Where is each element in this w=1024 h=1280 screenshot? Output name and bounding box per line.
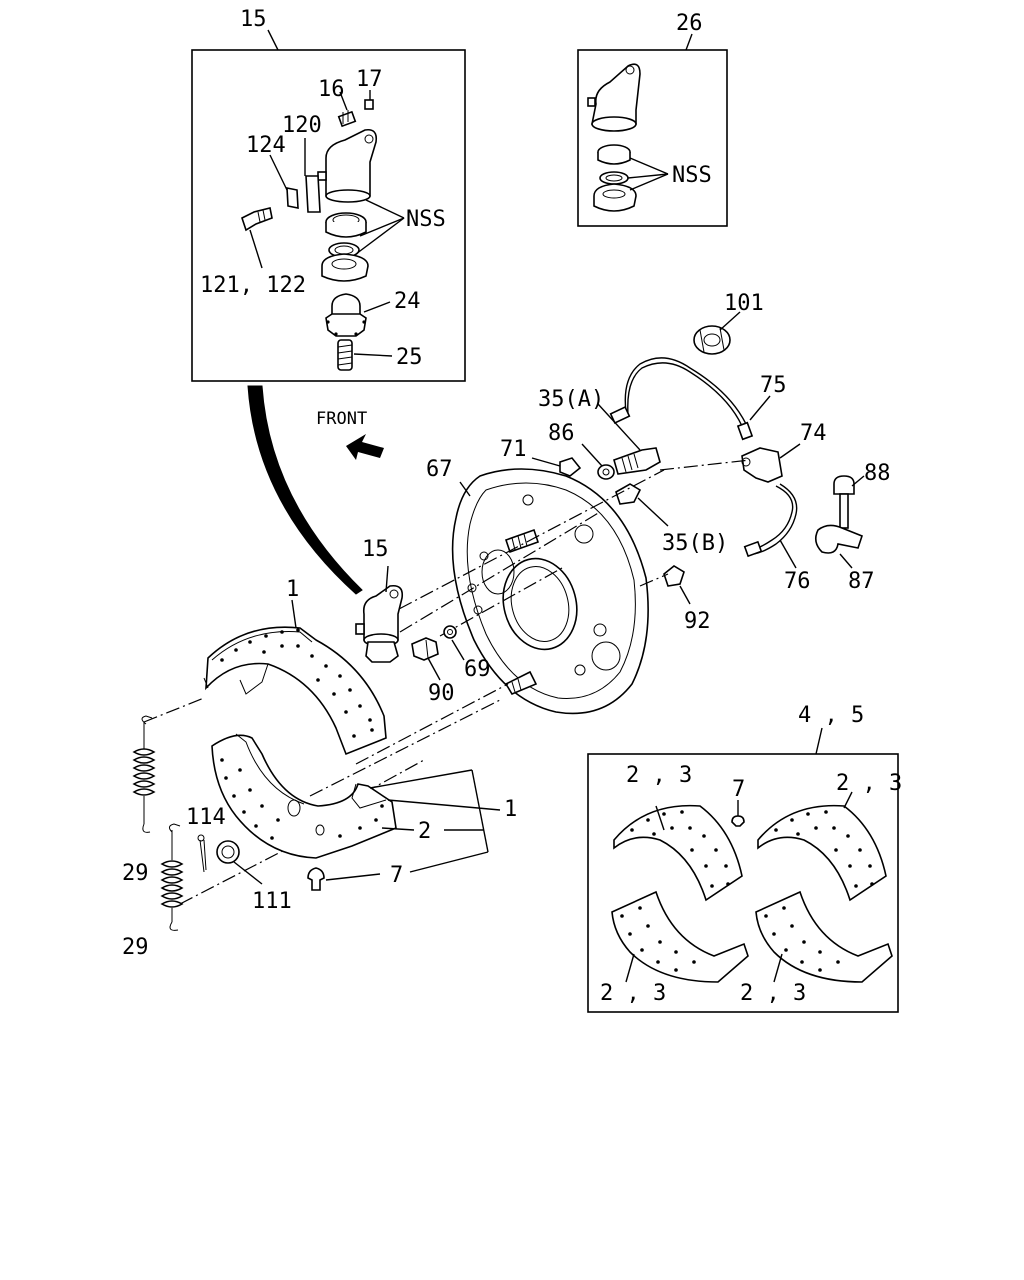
lining-top-right	[757, 791, 887, 902]
callout-87: 87	[848, 569, 875, 594]
inset-box-15	[191, 29, 466, 382]
callout-26: 26	[676, 11, 703, 36]
callout-124: 124	[246, 133, 286, 158]
callout-25: 25	[396, 345, 423, 370]
inset-label-7: 7	[732, 777, 745, 802]
callout-71: 71	[500, 437, 527, 462]
lining-top-left	[613, 804, 743, 902]
adjuster-wheel	[325, 293, 367, 337]
lining-bottom-right	[755, 890, 893, 983]
inset-label-2-3-top-right: 2 , 3	[836, 771, 902, 796]
brake-shoe-upper	[203, 599, 387, 756]
detail-pointer-arrow	[247, 385, 363, 595]
nss-label-1: NSS	[406, 207, 446, 232]
rivet-7	[307, 867, 325, 891]
callout-120: 120	[282, 113, 322, 138]
callout-7: 7	[390, 863, 403, 888]
front-arrow-icon	[346, 434, 384, 460]
callout-17: 17	[356, 67, 383, 92]
callout-86: 86	[548, 421, 575, 446]
callout-29-a: 29	[122, 861, 149, 886]
wheel-cylinder-detail	[241, 90, 405, 371]
callout-121-122: 121, 122	[200, 273, 306, 298]
callout-92: 92	[684, 609, 711, 634]
inset-box-26	[577, 33, 728, 227]
callout-67: 67	[426, 457, 453, 482]
adjuster-screw	[337, 339, 353, 371]
cotter-pin-114	[197, 834, 207, 873]
callout-2: 2	[418, 819, 431, 844]
nss-label-2: NSS	[672, 163, 712, 188]
callout-24: 24	[394, 289, 421, 314]
callout-75: 75	[760, 373, 787, 398]
plug-92	[663, 565, 691, 605]
callout-16: 16	[318, 77, 345, 102]
callout-35b: 35(B)	[662, 531, 728, 556]
shoe-rivets-lower	[220, 758, 384, 840]
callout-4-5: 4 , 5	[798, 703, 864, 728]
callout-74: 74	[800, 421, 827, 446]
bolt-90	[411, 625, 465, 681]
adjuster-nut-111	[216, 840, 263, 885]
backing-plate	[451, 468, 649, 715]
inset-label-2-3-bottom-right: 2 , 3	[740, 981, 806, 1006]
seal-stack	[321, 212, 369, 282]
callout-114: 114	[186, 805, 226, 830]
callout-29-b: 29	[122, 935, 149, 960]
brake-shoe-lower	[211, 733, 397, 859]
callout-1-right: 1	[504, 797, 517, 822]
callout-90: 90	[428, 681, 455, 706]
inset-box-4-5	[587, 727, 899, 1013]
front-label: FRONT	[316, 409, 367, 429]
callout-1-top: 1	[286, 577, 299, 602]
callout-69: 69	[464, 657, 491, 682]
anchor-bolts	[531, 403, 669, 527]
wheel-cylinder-assembled	[355, 565, 404, 663]
shoe-rivets-upper	[220, 628, 374, 738]
bolt-121	[241, 207, 273, 232]
inset-label-2-3-top-left: 2 , 3	[626, 763, 692, 788]
callout-111: 111	[252, 889, 292, 914]
callout-15-mid: 15	[362, 537, 389, 562]
callout-bracket-1-2	[325, 769, 501, 881]
cylinder-body	[317, 128, 378, 203]
callout-15-top: 15	[240, 7, 267, 32]
callout-35a: 35(A)	[538, 387, 604, 412]
inset-rivet-7	[731, 800, 745, 827]
assembly-centerlines	[143, 459, 751, 905]
callout-101: 101	[724, 291, 764, 316]
return-spring-upper	[132, 715, 156, 833]
abs-sensor-harness	[609, 311, 865, 569]
callout-76: 76	[784, 569, 811, 594]
callout-88: 88	[864, 461, 891, 486]
return-spring-lower	[160, 823, 184, 931]
bleeder-screw	[337, 99, 374, 128]
inset-label-2-3-bottom-left: 2 , 3	[600, 981, 666, 1006]
lining-bottom-left	[611, 890, 749, 983]
